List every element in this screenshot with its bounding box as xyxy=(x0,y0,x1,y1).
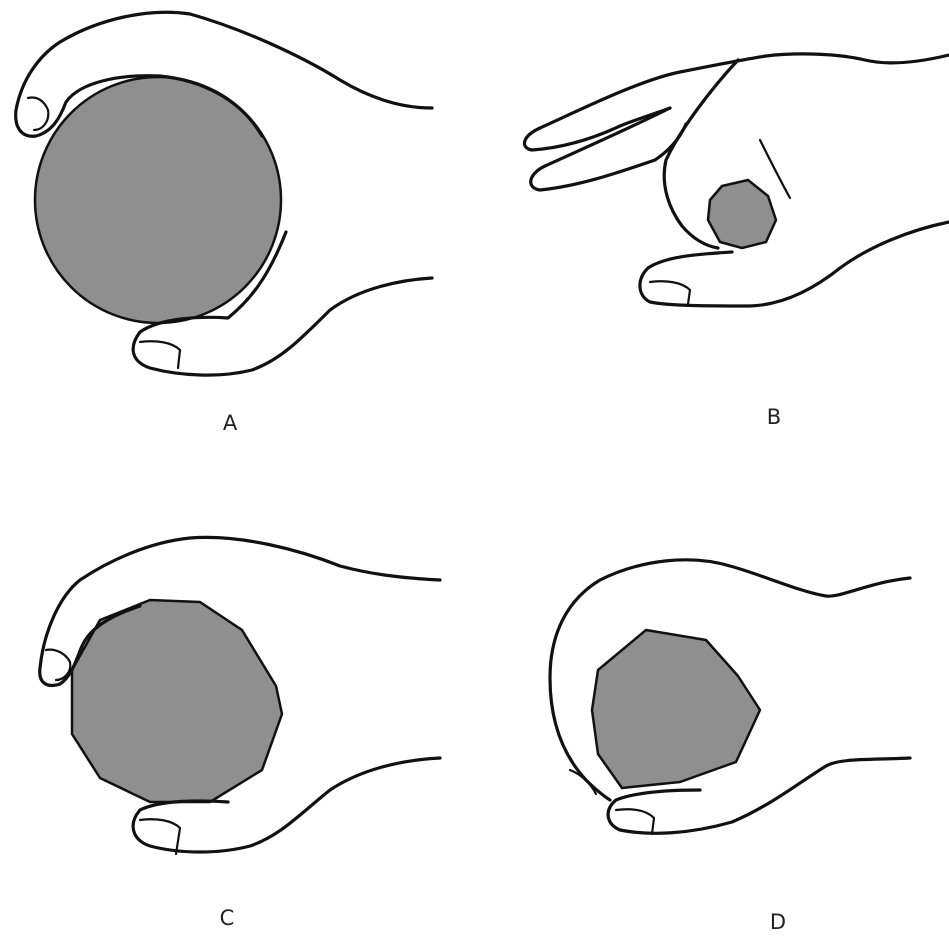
thumbnail-upper-c xyxy=(46,650,70,680)
hand-upper-b xyxy=(524,54,949,150)
panel-label-a: A xyxy=(210,411,250,435)
ball-d xyxy=(592,630,760,788)
thumbnail-upper-a xyxy=(28,98,48,131)
panel-a: A xyxy=(0,0,470,460)
hand-lower-b xyxy=(640,222,949,306)
thumbnail-lower-a xyxy=(140,341,180,368)
thumbnail-b xyxy=(650,281,690,304)
fingernail-d xyxy=(570,770,596,794)
hand-ball-drawing-c xyxy=(0,470,470,938)
hand-ball-drawing-b xyxy=(470,0,949,460)
panel-label-c: C xyxy=(207,906,247,930)
panel-d: D xyxy=(470,470,949,938)
panel-label-b: B xyxy=(754,405,794,429)
ball-b xyxy=(708,180,776,248)
panel-c: C xyxy=(0,470,470,938)
hand-ball-drawing-a xyxy=(0,0,470,460)
panel-b: B xyxy=(470,0,949,460)
ball-c xyxy=(72,600,282,802)
knuckle-line-b xyxy=(760,140,790,198)
hand-ball-drawing-d xyxy=(470,470,949,938)
panel-label-d: D xyxy=(758,910,798,934)
